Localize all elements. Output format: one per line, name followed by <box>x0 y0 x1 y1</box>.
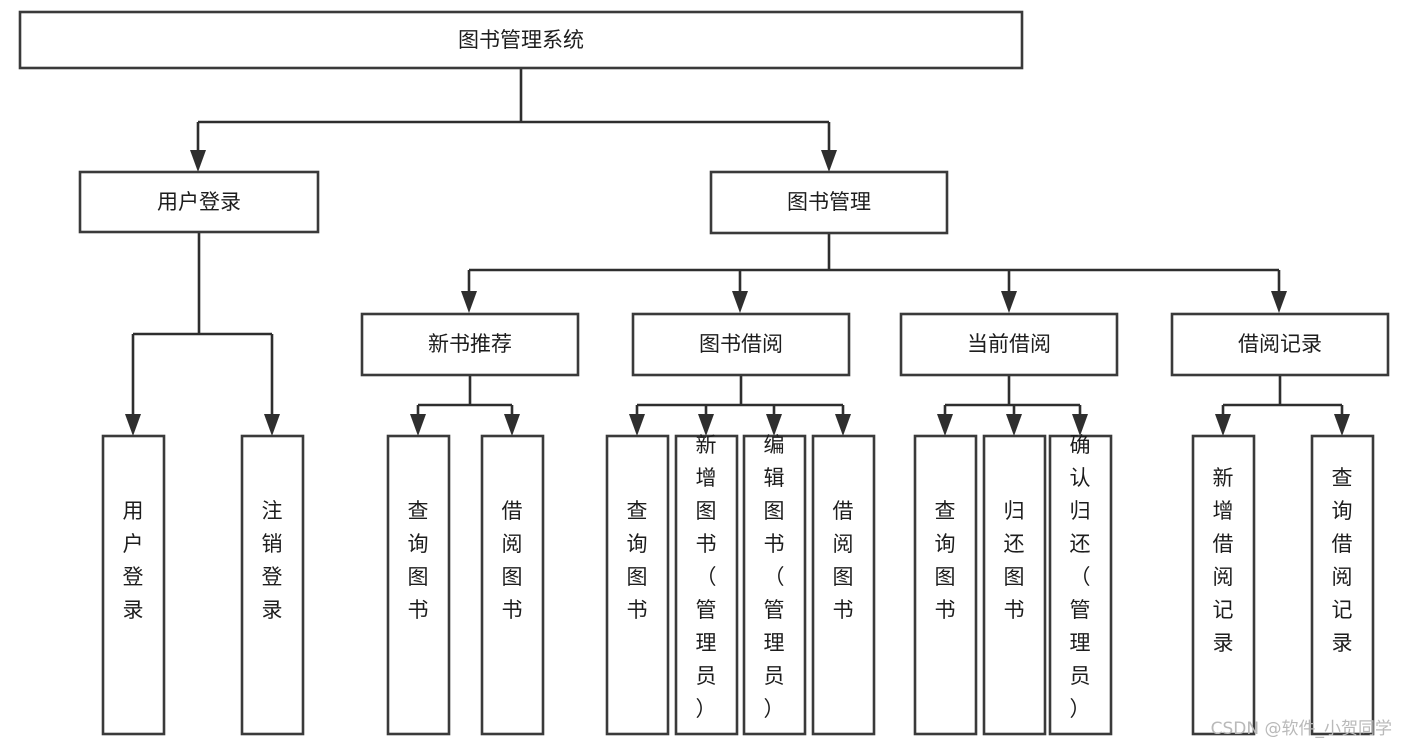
arrow-head-icon <box>1215 414 1231 436</box>
connector-group-current-borrow <box>937 375 1088 436</box>
leaf-node-query-book-current-box[interactable] <box>913 434 978 736</box>
arrow-head-icon <box>1271 291 1287 313</box>
leaf-node-query-book-new-label: 查询图书 <box>408 499 429 622</box>
leaf-node-logout[interactable]: 注销登录 <box>240 434 305 736</box>
arrow-head-icon <box>698 414 714 436</box>
leaf-node-borrow-book[interactable]: 借阅图书 <box>811 434 876 736</box>
leaf-node-add-book-admin-box[interactable] <box>674 434 739 736</box>
connector-group-root <box>190 68 837 172</box>
leaf-node-logout-box[interactable] <box>240 434 305 736</box>
node-current-borrow-label: 当前借阅 <box>967 332 1051 356</box>
node-user-login[interactable]: 用户登录 <box>78 170 320 234</box>
leaf-node-confirm-return-admin[interactable]: 确认归还（管理员） <box>1048 433 1113 736</box>
leaf-node-query-book-new[interactable]: 查询图书 <box>386 434 451 736</box>
arrow-head-icon <box>629 414 645 436</box>
leaf-node-confirm-return-admin-box[interactable] <box>1048 434 1113 736</box>
leaf-node-query-borrow-record-label: 查询借阅记录 <box>1332 466 1353 655</box>
arrow-head-icon <box>125 414 141 436</box>
leaf-node-query-book-borrow-box[interactable] <box>605 434 670 736</box>
leaf-node-add-book-admin[interactable]: 新增图书（管理员） <box>674 433 739 736</box>
node-user-login-box[interactable] <box>78 170 320 234</box>
connector-group-new-books <box>410 375 520 436</box>
leaf-node-query-book-new-box[interactable] <box>386 434 451 736</box>
leaf-node-borrow-book-new-label: 借阅图书 <box>502 499 523 622</box>
arrow-head-icon <box>410 414 426 436</box>
leaf-node-borrow-book-new[interactable]: 借阅图书 <box>480 434 545 736</box>
leaf-node-logout-label: 注销登录 <box>262 499 283 622</box>
leaf-node-borrow-book-label: 借阅图书 <box>833 499 854 622</box>
node-book-management-label: 图书管理 <box>787 190 871 214</box>
leaf-node-edit-book-admin-box[interactable] <box>742 434 807 736</box>
arrow-head-icon <box>1006 414 1022 436</box>
node-book-management[interactable]: 图书管理 <box>709 170 949 235</box>
node-book-borrow-box[interactable] <box>631 312 851 377</box>
node-user-login-label: 用户登录 <box>157 190 241 214</box>
node-new-book-recommend[interactable]: 新书推荐 <box>360 312 580 377</box>
leaf-node-query-book-borrow[interactable]: 查询图书 <box>605 434 670 736</box>
node-book-borrow[interactable]: 图书借阅 <box>631 312 851 377</box>
arrow-head-icon <box>264 414 280 436</box>
leaf-node-query-book-borrow-label: 查询图书 <box>627 499 648 622</box>
leaf-node-add-book-admin-label: 新增图书（管理员） <box>696 433 717 721</box>
arrow-head-icon <box>937 414 953 436</box>
node-borrow-record[interactable]: 借阅记录 <box>1170 312 1390 377</box>
leaf-node-return-book-label: 归还图书 <box>1004 499 1025 622</box>
leaf-node-add-borrow-record-label: 新增借阅记录 <box>1213 466 1234 655</box>
arrow-head-icon <box>821 150 837 172</box>
arrow-head-icon <box>1334 414 1350 436</box>
leaf-node-borrow-book-new-box[interactable] <box>480 434 545 736</box>
arrow-head-icon <box>504 414 520 436</box>
leaf-node-add-borrow-record-box[interactable] <box>1191 434 1256 736</box>
leaf-node-user-login[interactable]: 用户登录 <box>101 434 166 736</box>
leaf-node-user-login-box[interactable] <box>101 434 166 736</box>
leaf-node-borrow-book-box[interactable] <box>811 434 876 736</box>
leaf-node-edit-book-admin-label: 编辑图书（管理员） <box>764 433 785 721</box>
arrow-head-icon <box>835 414 851 436</box>
leaf-node-user-login-label: 用户登录 <box>123 499 144 622</box>
node-borrow-record-label: 借阅记录 <box>1238 332 1322 356</box>
leaf-node-query-book-current[interactable]: 查询图书 <box>913 434 978 736</box>
node-root-system[interactable]: 图书管理系统 <box>18 10 1024 70</box>
leaf-node-query-book-current-label: 查询图书 <box>935 499 956 622</box>
node-current-borrow[interactable]: 当前借阅 <box>899 312 1119 377</box>
node-book-management-box[interactable] <box>709 170 949 235</box>
arrow-head-icon <box>190 150 206 172</box>
connector-group-borrow-record <box>1215 375 1350 436</box>
arrow-head-icon <box>461 291 477 313</box>
connector-group-user-login <box>125 232 280 436</box>
arrow-head-icon <box>766 414 782 436</box>
node-root-system-box[interactable] <box>18 10 1024 70</box>
node-book-borrow-label: 图书借阅 <box>699 332 783 356</box>
node-new-book-recommend-box[interactable] <box>360 312 580 377</box>
arrow-head-icon <box>1072 414 1088 436</box>
arrow-head-icon <box>732 291 748 313</box>
leaf-node-query-borrow-record-box[interactable] <box>1310 434 1375 736</box>
leaf-node-query-borrow-record[interactable]: 查询借阅记录 <box>1310 434 1375 736</box>
leaf-node-return-book-box[interactable] <box>982 434 1047 736</box>
node-current-borrow-box[interactable] <box>899 312 1119 377</box>
connector-group-book-mgmt <box>461 233 1287 313</box>
node-borrow-record-box[interactable] <box>1170 312 1390 377</box>
node-new-book-recommend-label: 新书推荐 <box>428 332 512 356</box>
leaf-node-add-borrow-record[interactable]: 新增借阅记录 <box>1191 434 1256 736</box>
leaf-node-return-book[interactable]: 归还图书 <box>982 434 1047 736</box>
csdn-watermark: CSDN @软件_小贺同学 <box>1211 719 1392 739</box>
leaf-node-edit-book-admin[interactable]: 编辑图书（管理员） <box>742 433 807 736</box>
node-root-system-label: 图书管理系统 <box>458 28 584 52</box>
arrow-head-icon <box>1001 291 1017 313</box>
connector-group-book-borrow <box>629 375 851 436</box>
leaf-node-confirm-return-admin-label: 确认归还（管理员） <box>1070 433 1091 721</box>
